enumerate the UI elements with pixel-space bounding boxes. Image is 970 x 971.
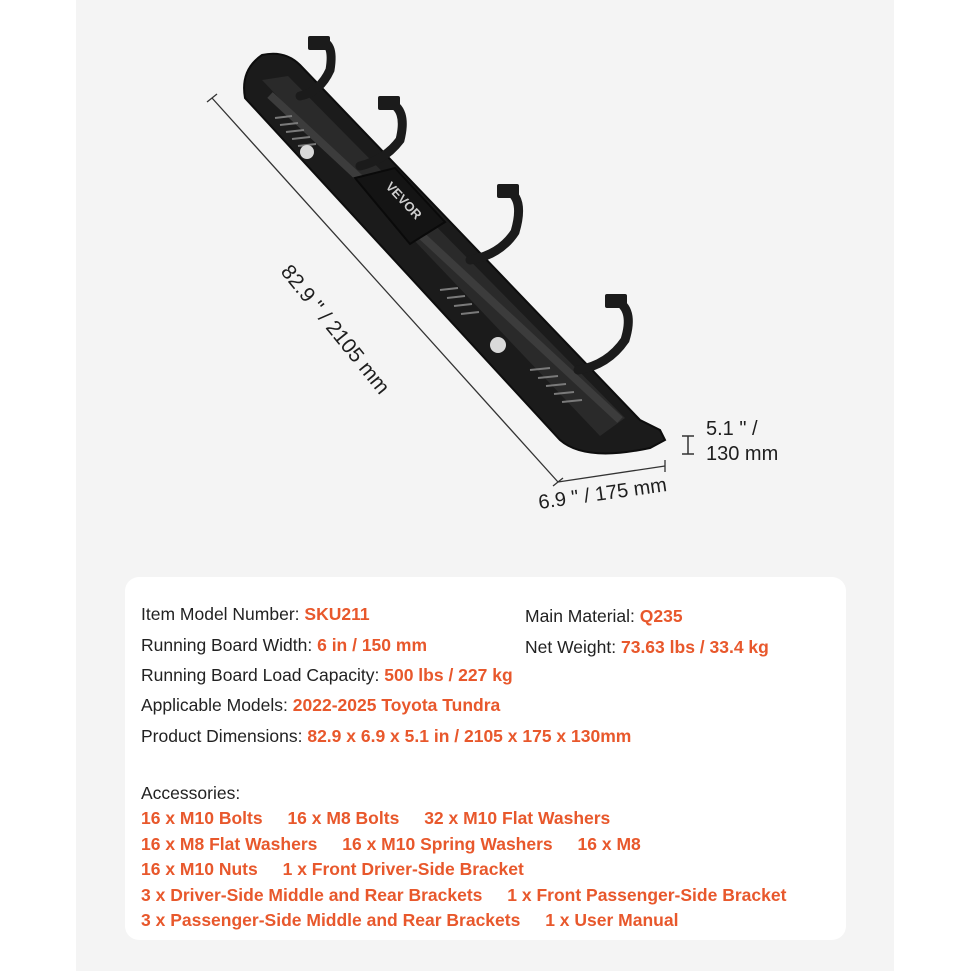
spec-label: Item Model Number:: [141, 604, 300, 624]
spec-value: 500 lbs / 227 kg: [384, 665, 513, 685]
height-dimension-line2: 130 mm: [706, 443, 779, 465]
spec-label: Applicable Models:: [141, 695, 288, 715]
spec-weight: Net Weight: 73.63 lbs / 33.4 kg: [525, 637, 769, 658]
accessories-line: 16 x M10 Nuts 1 x Front Driver-Side Brac…: [141, 859, 544, 880]
accessory-item: 16 x M10 Spring Washers: [342, 834, 553, 854]
spec-label: Running Board Load Capacity:: [141, 665, 380, 685]
accessories-line: 16 x M8 Flat Washers 16 x M10 Spring Was…: [141, 834, 661, 855]
spec-value: 6 in / 150 mm: [317, 635, 428, 655]
spec-material: Main Material: Q235: [525, 606, 683, 627]
accessory-item: 1 x Front Driver-Side Bracket: [282, 859, 524, 879]
spec-value: 73.63 lbs / 33.4 kg: [620, 637, 769, 657]
accessory-item: 16 x M8: [577, 834, 641, 854]
accessories-line: 16 x M10 Bolts 16 x M8 Bolts 32 x M10 Fl…: [141, 808, 630, 829]
spec-models: Applicable Models: 2022-2025 Toyota Tund…: [141, 695, 500, 716]
spec-value: 82.9 x 6.9 x 5.1 in / 2105 x 175 x 130mm: [307, 726, 632, 746]
specs-card: [125, 577, 846, 940]
spec-label: Running Board Width:: [141, 635, 313, 655]
spec-width: Running Board Width: 6 in / 150 mm: [141, 635, 427, 656]
spec-value: Q235: [639, 606, 683, 626]
height-dimension-label: 5.1 " / 130 mm: [706, 417, 778, 467]
accessory-item: 1 x Front Passenger-Side Bracket: [507, 885, 787, 905]
accessories-line: 3 x Driver-Side Middle and Rear Brackets…: [141, 885, 806, 906]
spec-capacity: Running Board Load Capacity: 500 lbs / 2…: [141, 665, 513, 686]
spec-label: Net Weight:: [525, 637, 617, 657]
spec-label: Main Material:: [525, 606, 635, 626]
accessory-item: 1 x User Manual: [545, 910, 679, 930]
accessory-item: 16 x M10 Nuts: [141, 859, 258, 879]
spec-value: SKU211: [304, 604, 370, 624]
accessories-title: Accessories:: [141, 783, 241, 803]
accessories-line: 3 x Passenger-Side Middle and Rear Brack…: [141, 910, 698, 931]
accessory-item: 16 x M10 Bolts: [141, 808, 263, 828]
accessory-item: 16 x M8 Bolts: [287, 808, 400, 828]
spec-label: Product Dimensions:: [141, 726, 303, 746]
running-board-illustration: VEVOR: [206, 36, 694, 487]
spec-dimensions: Product Dimensions: 82.9 x 6.9 x 5.1 in …: [141, 726, 631, 747]
accessory-item: 16 x M8 Flat Washers: [141, 834, 318, 854]
accessory-item: 32 x M10 Flat Washers: [424, 808, 611, 828]
spec-model: Item Model Number: SKU211: [141, 604, 370, 625]
accessory-item: 3 x Passenger-Side Middle and Rear Brack…: [141, 910, 521, 930]
accessory-item: 3 x Driver-Side Middle and Rear Brackets: [141, 885, 483, 905]
height-dimension-line1: 5.1 " /: [706, 418, 758, 440]
spec-value: 2022-2025 Toyota Tundra: [292, 695, 501, 715]
